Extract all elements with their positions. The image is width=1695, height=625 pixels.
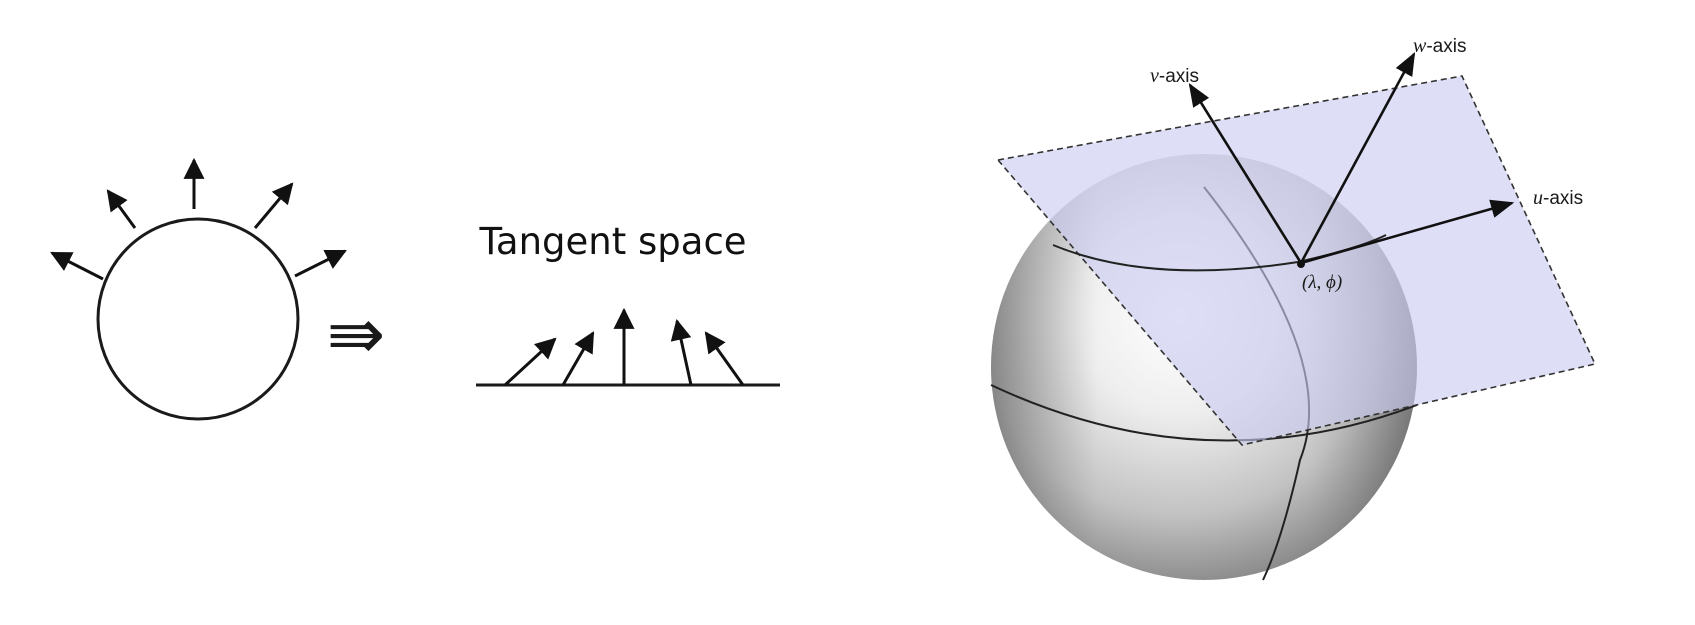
point-coordinates-label: (λ, ϕ) (1302, 272, 1342, 293)
normal-arrow (294, 249, 347, 278)
normal-vectors-figure: ⇛ Tangent space (50, 157, 780, 421)
tangent-arrow (704, 331, 745, 386)
surface-circle (96, 217, 300, 421)
w-axis-label: w-axis (1413, 35, 1466, 57)
v-axis-label: v-axis (1150, 65, 1199, 87)
tangent-arrow (503, 337, 557, 387)
tangent-arrow (561, 331, 595, 386)
implies-symbol: ⇛ (327, 293, 386, 375)
u-axis-arrow (1300, 199, 1515, 265)
normal-arrow (253, 182, 294, 229)
normal-arrow (50, 251, 104, 281)
sphere-tangent-plane-figure: v-axis w-axis u-axis (λ, ϕ) (990, 35, 1597, 581)
tangent-arrow (670, 318, 693, 386)
tangent-space-caption: Tangent space (478, 220, 746, 263)
sphere-equator (990, 384, 1418, 442)
u-axis-label: u-axis (1533, 187, 1583, 209)
v-axis-arrow (1188, 83, 1303, 264)
normal-arrow (106, 189, 137, 229)
normal-arrows (50, 157, 347, 281)
w-axis-arrow (1299, 51, 1416, 264)
tangent-arrows (503, 307, 745, 387)
tangent-plane (996, 75, 1597, 446)
tangent-point (1297, 260, 1305, 268)
